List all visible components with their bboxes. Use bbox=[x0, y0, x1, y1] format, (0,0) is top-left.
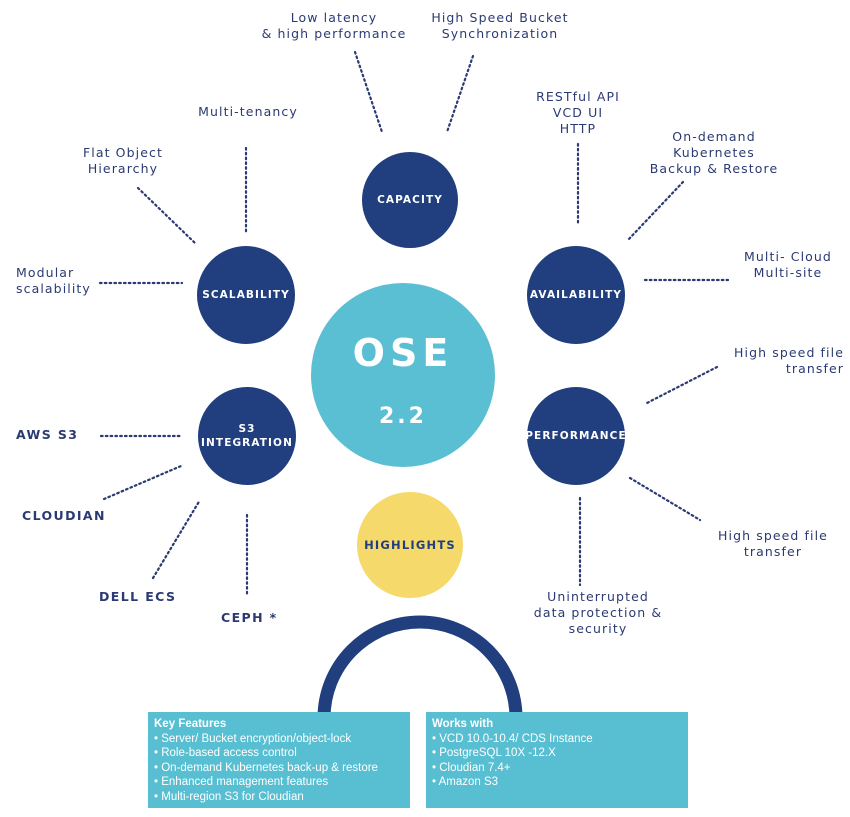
connector-flat-object bbox=[136, 186, 198, 246]
works-with-item: PostgreSQL 10X -12.X bbox=[432, 746, 682, 761]
connector-file-transfer-bottom bbox=[628, 476, 702, 522]
label-multi-cloud: Multi- Cloud Multi-site bbox=[744, 249, 832, 280]
key-feature-item: Enhanced management features bbox=[154, 775, 404, 790]
label-restful: RESTful API VCD UI HTTP bbox=[536, 89, 620, 136]
connector-cloudian bbox=[102, 464, 183, 501]
connector-file-transfer-top bbox=[643, 365, 719, 406]
key-feature-item: Role-based access control bbox=[154, 746, 404, 761]
connector-dell bbox=[151, 498, 202, 580]
works-with-list: VCD 10.0-10.4/ CDS Instance PostgreSQL 1… bbox=[432, 732, 682, 790]
label-file-transfer-bottom: High speed file transfer bbox=[718, 528, 828, 559]
label-uninterrupted: Uninterrupted data protection & security bbox=[533, 589, 663, 636]
s3-integration-hub: S3 INTEGRATION bbox=[198, 387, 296, 485]
ose-title: OSE bbox=[352, 331, 454, 375]
works-with-title: Works with bbox=[432, 718, 494, 730]
ose-version: 2.2 bbox=[379, 404, 427, 429]
highlights-arc bbox=[317, 615, 523, 718]
label-multi-tenancy: Multi-tenancy bbox=[198, 104, 298, 119]
label-flat-object: Flat Object Hierarchy bbox=[82, 145, 163, 176]
label-file-transfer-top: High speed file transfer bbox=[734, 345, 844, 376]
key-feature-item: On-demand Kubernetes back-up & restore bbox=[154, 761, 404, 776]
works-with-item: VCD 10.0-10.4/ CDS Instance bbox=[432, 732, 682, 747]
label-modular: Modular scalability bbox=[16, 265, 91, 296]
label-bucket-sync: High Speed Bucket Synchronization bbox=[431, 10, 569, 41]
highlights-circle: HIGHLIGHTS bbox=[357, 492, 463, 598]
ose-center-circle: OSE 2.2 bbox=[311, 283, 495, 467]
performance-hub: PERFORMANCE bbox=[525, 387, 626, 485]
label-ceph: CEPH * bbox=[221, 610, 278, 625]
connector-kubernetes bbox=[626, 180, 685, 242]
label-aws-s3: AWS S3 bbox=[16, 427, 79, 442]
key-features-list: Server/ Bucket encryption/object-lock Ro… bbox=[154, 732, 404, 805]
works-with-item: Amazon S3 bbox=[432, 775, 682, 790]
key-features-title: Key Features bbox=[154, 718, 227, 730]
label-low-latency: Low latency & high performance bbox=[261, 10, 407, 41]
capacity-hub: CAPACITY bbox=[362, 152, 458, 248]
label-dell-ecs: DELL ECS bbox=[99, 589, 177, 604]
availability-hub: AVAILABILITY bbox=[527, 246, 625, 344]
key-feature-item: Multi-region S3 for Cloudian bbox=[154, 790, 404, 805]
key-feature-item: Server/ Bucket encryption/object-lock bbox=[154, 732, 404, 747]
connector-low-latency bbox=[353, 50, 384, 134]
key-features-panel: Key Features Server/ Bucket encryption/o… bbox=[148, 712, 410, 808]
scalability-hub: SCALABILITY bbox=[197, 246, 295, 344]
works-with-panel: Works with VCD 10.0-10.4/ CDS Instance P… bbox=[426, 712, 688, 808]
works-with-item: Cloudian 7.4+ bbox=[432, 761, 682, 776]
label-kubernetes: On-demand Kubernetes Backup & Restore bbox=[649, 129, 779, 176]
label-cloudian: CLOUDIAN bbox=[22, 508, 106, 523]
connector-bucket-sync bbox=[445, 54, 475, 134]
